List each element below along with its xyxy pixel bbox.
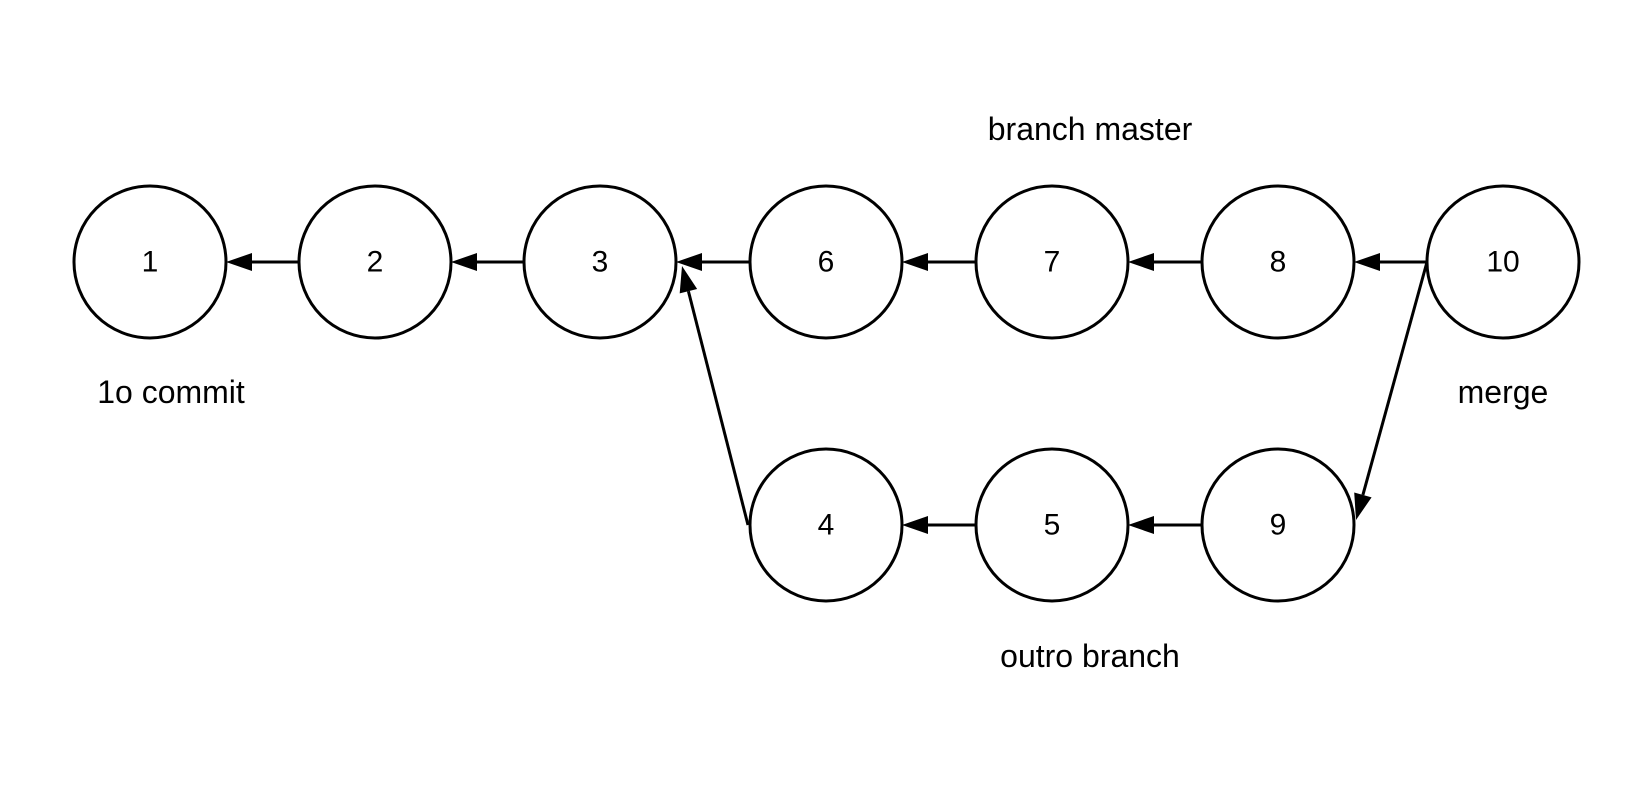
commit-node-circle: [1425, 184, 1581, 340]
edge-line: [1361, 261, 1429, 496]
commit-node-circle: [1200, 184, 1356, 340]
commit-node-label: 1: [142, 246, 159, 279]
commit-node-8: 8: [1200, 184, 1356, 340]
commit-node-label: 7: [1044, 246, 1061, 279]
commit-node-circle: [748, 447, 904, 603]
edge-6-to-3: [676, 253, 750, 271]
arrow-head-icon: [1128, 253, 1154, 271]
commit-node-label: 2: [367, 246, 384, 279]
commit-node-label: 5: [1044, 509, 1061, 542]
commit-node-5: 5: [974, 447, 1130, 603]
edges-layer: [226, 253, 1429, 534]
commit-node-label: 6: [818, 246, 835, 279]
commit-node-2: 2: [297, 184, 453, 340]
commit-node-label: 3: [592, 246, 609, 279]
commit-node-1: 1: [72, 184, 228, 340]
edge-9-to-5: [1128, 516, 1202, 534]
edge-5-to-4: [902, 516, 976, 534]
edge-4-to-3: [679, 266, 750, 526]
commit-node-circle: [72, 184, 228, 340]
arrow-head-icon: [1354, 253, 1380, 271]
commit-node-circle: [748, 184, 904, 340]
commit-node-circle: [974, 447, 1130, 603]
edge-7-to-6: [902, 253, 976, 271]
commit-node-circle: [974, 184, 1130, 340]
edge-8-to-7: [1128, 253, 1202, 271]
edge-2-to-1: [226, 253, 299, 271]
arrow-head-icon: [1354, 492, 1372, 520]
edge-3-to-2: [451, 253, 524, 271]
arrow-head-icon: [451, 253, 477, 271]
caption-other-branch: outro branch: [1000, 638, 1180, 674]
caption-first-commit: 1o commit: [97, 374, 245, 410]
commit-node-label: 9: [1270, 509, 1287, 542]
arrow-head-icon: [679, 266, 698, 294]
commit-node-7: 7: [974, 184, 1130, 340]
commit-node-label: 4: [818, 509, 835, 542]
arrow-head-icon: [902, 516, 928, 534]
commit-node-circle: [522, 184, 678, 340]
edge-10-to-8: [1354, 253, 1427, 271]
commit-node-9: 9: [1200, 447, 1356, 603]
commit-node-circle: [297, 184, 453, 340]
commit-node-circle: [1200, 447, 1356, 603]
edge-10-to-9: [1354, 261, 1429, 520]
commit-node-10: 10: [1425, 184, 1581, 340]
arrow-head-icon: [676, 253, 702, 271]
commit-node-6: 6: [748, 184, 904, 340]
caption-branch-master: branch master: [988, 111, 1193, 147]
commit-node-label: 10: [1486, 246, 1519, 279]
commit-node-4: 4: [748, 447, 904, 603]
arrow-head-icon: [226, 253, 252, 271]
commit-node-label: 8: [1270, 246, 1287, 279]
edge-line: [686, 290, 750, 526]
arrow-head-icon: [1128, 516, 1154, 534]
commit-node-3: 3: [522, 184, 678, 340]
arrow-head-icon: [902, 253, 928, 271]
caption-merge: merge: [1458, 374, 1549, 410]
nodes-layer: 1 2 3 6 7 8 10 4 5 9: [72, 184, 1581, 603]
